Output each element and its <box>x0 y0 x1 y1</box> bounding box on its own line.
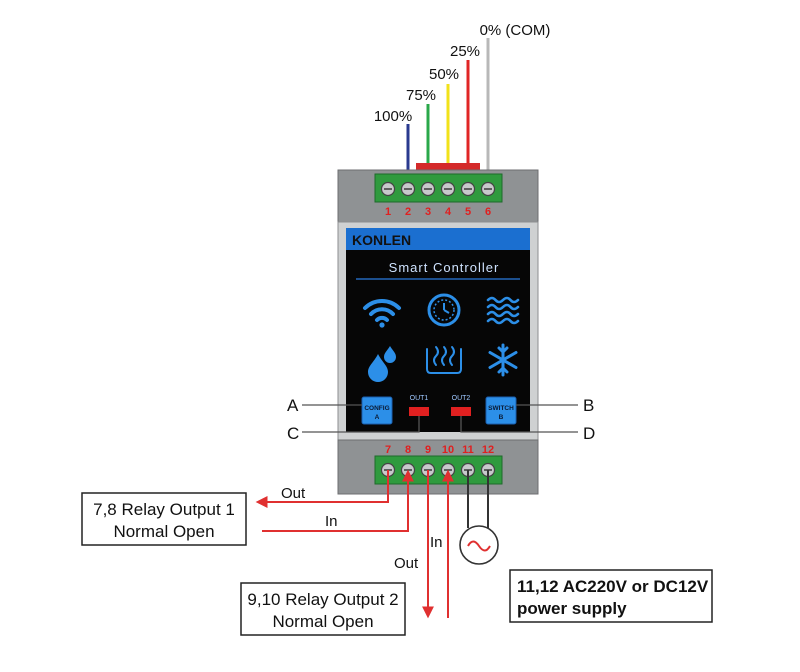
config-button-label: CONFIG <box>364 405 389 412</box>
top-terminal-number-5: 5 <box>465 206 471 218</box>
label-100: 100% <box>374 108 412 125</box>
switch-button-key: B <box>499 414 504 421</box>
top-terminal-block <box>374 173 503 203</box>
callout-a: A <box>287 396 299 415</box>
label-75: 75% <box>406 87 436 104</box>
top-terminal-number-2: 2 <box>405 206 411 218</box>
top-terminals: 1 2 3 4 5 6 <box>380 181 496 218</box>
out1-led <box>409 407 429 416</box>
ac-source-icon <box>459 525 499 565</box>
out2-led <box>451 407 471 416</box>
wifi-icon <box>363 298 401 328</box>
brand-name: KONLEN <box>352 232 411 248</box>
config-button-key: A <box>375 414 380 421</box>
label-com: 0% (COM) <box>480 22 551 39</box>
relay1-out-label: Out <box>281 485 306 502</box>
relay2-line2: Normal Open <box>272 612 373 631</box>
relay2-line1: 9,10 Relay Output 2 <box>247 590 398 609</box>
droplets-icon <box>368 346 396 382</box>
callout-lines <box>302 404 578 433</box>
power-box: 11,12 AC220V or DC12V power supply <box>509 569 713 623</box>
relay1-line2: Normal Open <box>113 522 214 541</box>
relay1-line1: 7,8 Relay Output 1 <box>93 500 235 519</box>
relay1-in-label: In <box>325 513 338 530</box>
callout-line-d <box>460 416 578 433</box>
brand-bar <box>346 228 530 250</box>
snowflake-icon <box>488 343 518 377</box>
relay1-in-wire <box>262 469 414 532</box>
output-wires <box>255 469 454 619</box>
power-line2: power supply <box>517 599 627 618</box>
switch-button[interactable] <box>485 396 517 425</box>
bottom-terminal-number-7: 7 <box>385 444 391 456</box>
bottom-terminal-number-12: 12 <box>482 444 494 456</box>
product-name: Smart Controller <box>389 260 500 275</box>
power-wires <box>467 470 489 528</box>
water-waves-icon <box>486 296 520 325</box>
top-terminal-number-3: 3 <box>425 206 431 218</box>
bottom-terminal-number-9: 9 <box>425 444 431 456</box>
top-terminal-number-4: 4 <box>445 206 452 218</box>
top-terminal-number-6: 6 <box>485 206 491 218</box>
label-50: 50% <box>429 66 459 83</box>
relay1-box: 7,8 Relay Output 1 Normal Open <box>81 492 247 546</box>
relay2-box: 9,10 Relay Output 2 Normal Open <box>240 582 406 636</box>
timer-icon <box>427 293 461 327</box>
label-25: 25% <box>450 43 480 60</box>
callout-c: C <box>287 424 299 443</box>
out1-label: OUT1 <box>410 395 429 402</box>
bottom-terminal-block <box>374 455 503 485</box>
bottom-terminal-number-8: 8 <box>405 444 411 456</box>
relay2-in-label: In <box>430 534 443 551</box>
out2-label: OUT2 <box>452 395 471 402</box>
top-terminal-number-1: 1 <box>385 206 391 218</box>
power-line1: 11,12 AC220V or DC12V <box>517 577 709 596</box>
switch-button-label: SWITCH <box>488 405 514 412</box>
heating-icon <box>426 346 462 374</box>
bottom-terminal-number-11: 11 <box>462 444 474 456</box>
relay2-out-label: Out <box>394 555 419 572</box>
callout-d: D <box>583 424 595 443</box>
controller-device: KONLEN Smart Controller <box>337 163 539 495</box>
relay1-out-wire <box>255 470 389 508</box>
bottom-terminal-number-10: 10 <box>442 444 454 456</box>
callout-b: B <box>583 396 594 415</box>
config-button[interactable] <box>361 396 393 425</box>
callout-line-c <box>302 416 420 433</box>
